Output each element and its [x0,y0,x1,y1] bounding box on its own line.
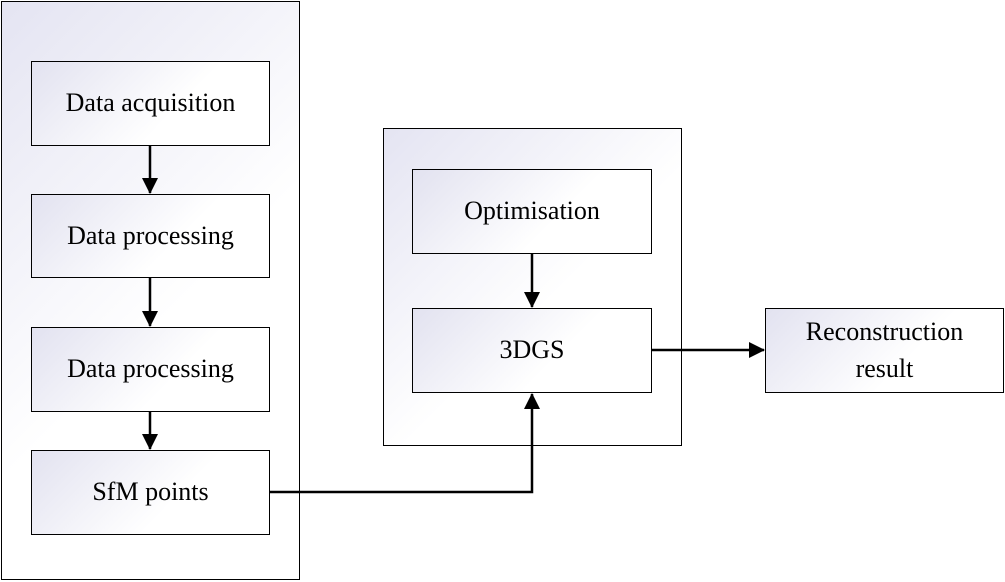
3dgs-label: 3DGS [499,335,565,365]
data-processing-label-1: Data processing [67,220,234,250]
reconstruction-result-label-line2: result [855,353,914,383]
reconstruction-result-box: Reconstruction result [765,308,1004,393]
sfm-points-label: SfM points [92,477,209,507]
data-processing-box-2: Data processing [31,327,270,412]
optimisation-label: Optimisation [464,196,600,226]
3dgs-box: 3DGS [412,308,652,393]
data-processing-box-1: Data processing [31,194,270,278]
optimisation-box: Optimisation [412,169,652,254]
data-acquisition-label: Data acquisition [65,88,236,118]
data-processing-label-2: Data processing [67,354,234,384]
reconstruction-result-label-line1: Reconstruction [805,317,964,347]
sfm-points-box: SfM points [31,450,270,535]
data-acquisition-box: Data acquisition [31,61,270,146]
